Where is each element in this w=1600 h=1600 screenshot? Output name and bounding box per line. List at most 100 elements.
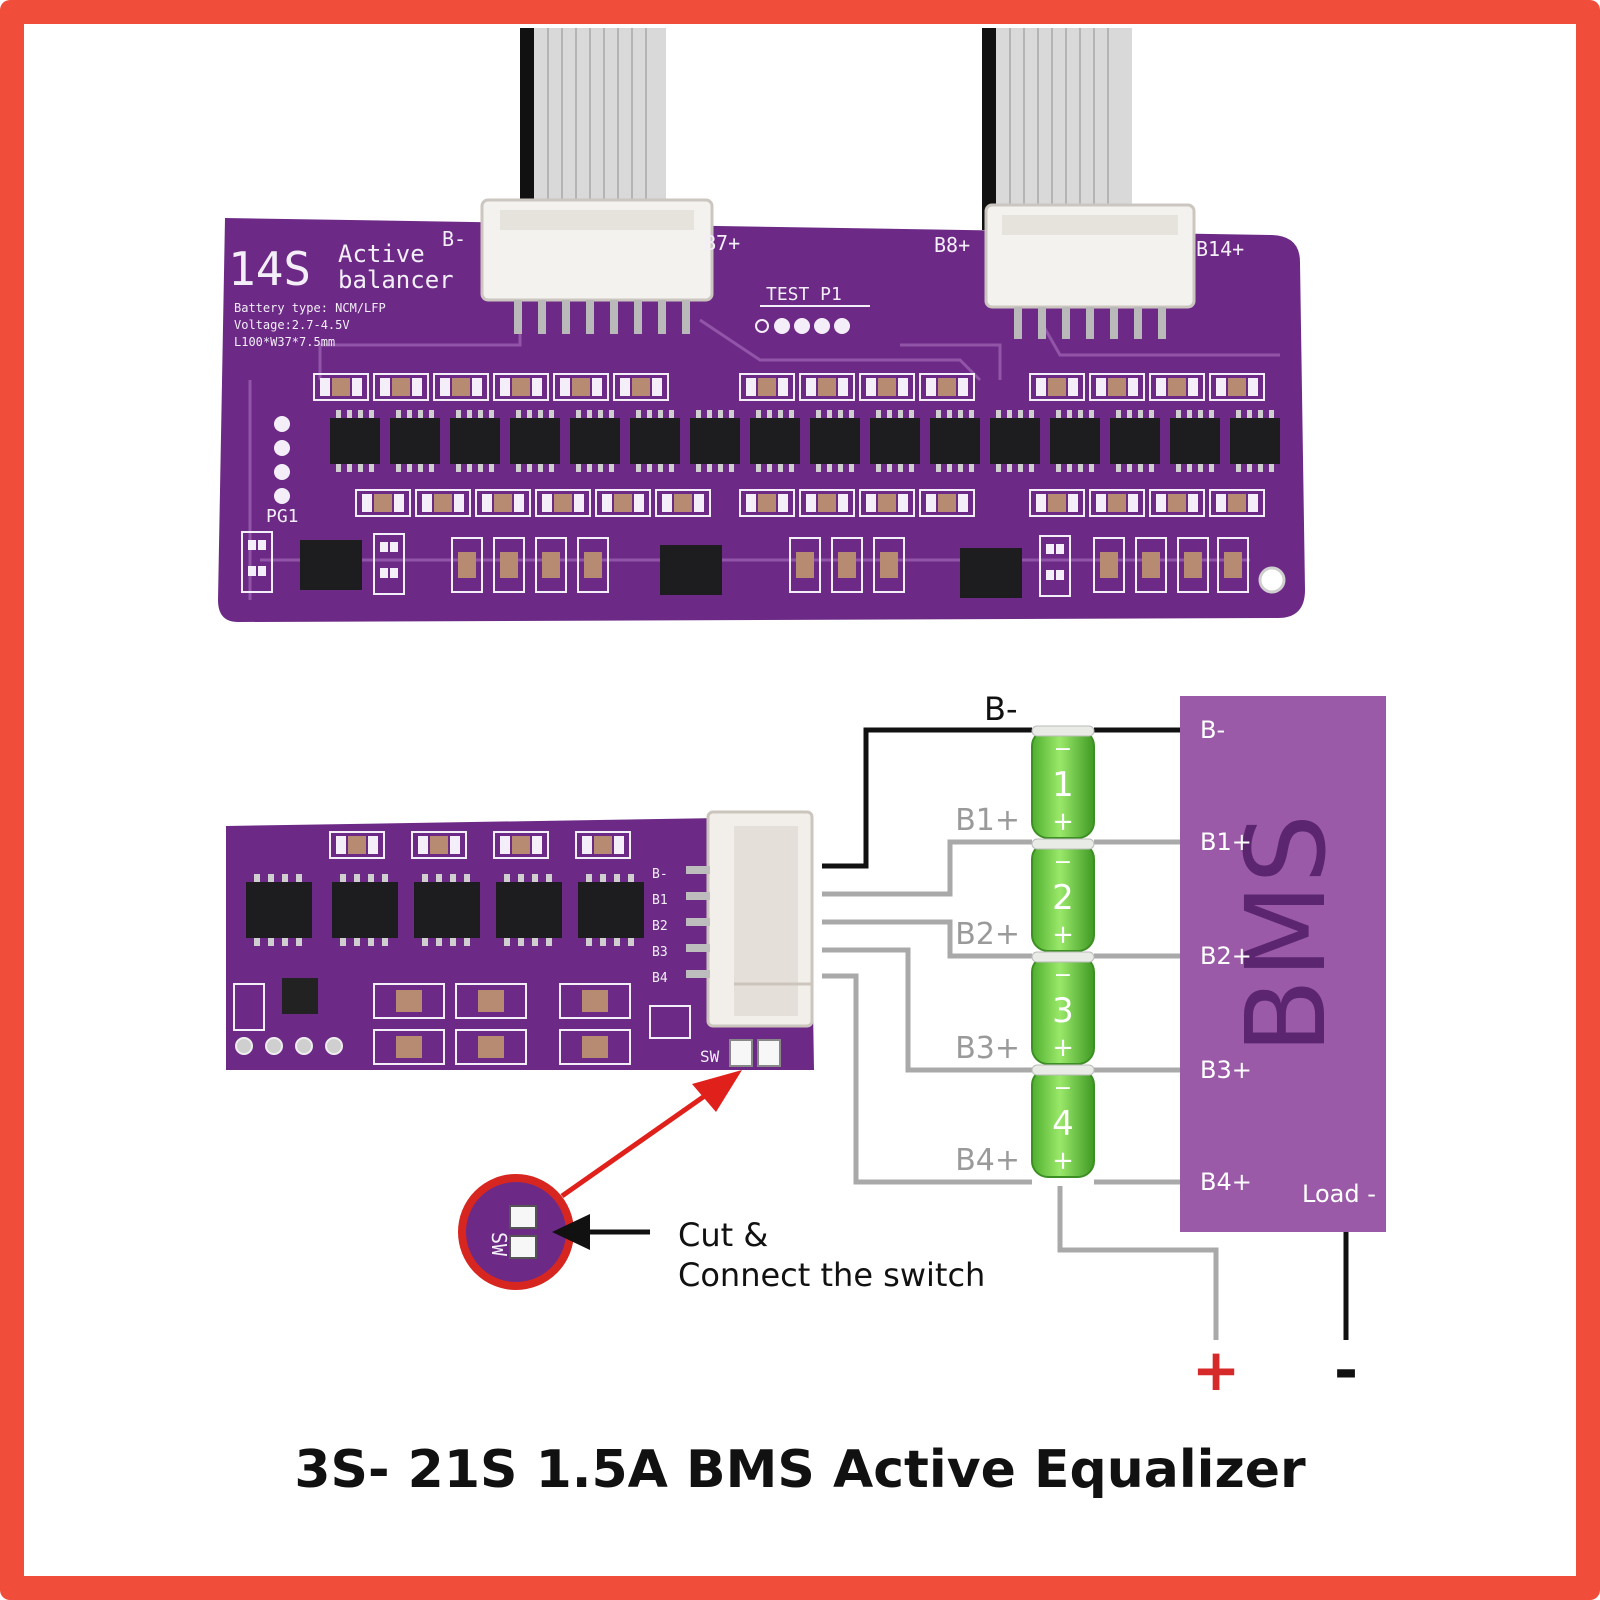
capacitor bbox=[415, 489, 471, 517]
capacitor bbox=[313, 373, 369, 401]
bms-pin-label: B1+ bbox=[1200, 828, 1252, 856]
cell-minus-mark: − bbox=[1054, 737, 1072, 762]
capacitor bbox=[1029, 373, 1085, 401]
switch-label: SW bbox=[700, 1047, 720, 1066]
mosfet-chip bbox=[510, 418, 560, 464]
mosfet-chip bbox=[1170, 418, 1220, 464]
cell-tap-label: B2+ bbox=[955, 917, 1020, 952]
wire-b-minus bbox=[822, 727, 1032, 869]
capacitor bbox=[553, 373, 609, 401]
capacitor-body bbox=[1048, 378, 1066, 396]
small-capacitor bbox=[373, 1029, 445, 1065]
capacitor bbox=[859, 489, 915, 517]
pack-plus-terminal: + bbox=[1192, 1336, 1241, 1404]
small-mosfet-chip bbox=[578, 882, 644, 938]
capacitor bbox=[433, 373, 489, 401]
capacitor bbox=[859, 373, 915, 401]
capacitor-body bbox=[878, 494, 896, 512]
cell-plus-mark: + bbox=[1052, 920, 1074, 950]
capacitor bbox=[655, 489, 711, 517]
capacitor-body bbox=[348, 836, 366, 854]
capacitor-body bbox=[818, 494, 836, 512]
small-capacitor bbox=[373, 983, 445, 1019]
battery-cell: − 1+ bbox=[1031, 725, 1095, 839]
board-spec-battery-type: Battery type: NCM/LFP bbox=[234, 301, 386, 315]
small-connector bbox=[686, 810, 814, 1028]
capacitor-vertical bbox=[1177, 537, 1209, 593]
board-title-balancer: balancer bbox=[338, 266, 454, 294]
capacitor-body bbox=[758, 494, 776, 512]
mosfet-chip bbox=[390, 418, 440, 464]
switch-pads bbox=[729, 1039, 781, 1067]
bms-load-minus-label: Load - bbox=[1302, 1180, 1376, 1208]
capacitor bbox=[355, 489, 411, 517]
bms-pin-label: B4+ bbox=[1200, 1168, 1252, 1196]
ribbon-cable-right bbox=[982, 28, 1132, 230]
cell-number: 2 bbox=[1052, 878, 1074, 918]
cell-minus-mark: − bbox=[1054, 1076, 1072, 1101]
small-capacitor-rows-lower bbox=[233, 983, 691, 1065]
board-title-active: Active bbox=[338, 240, 425, 268]
capacitor-body bbox=[878, 378, 896, 396]
capacitor bbox=[1209, 489, 1265, 517]
small-capacitor bbox=[455, 1029, 527, 1065]
connector-label-b7-plus: B7+ bbox=[704, 231, 740, 255]
capacitor-body bbox=[1108, 378, 1126, 396]
small-pin-label: B1 bbox=[652, 893, 668, 908]
cell-number: 3 bbox=[1052, 991, 1074, 1031]
small-pin-label: B3 bbox=[652, 945, 668, 960]
capacitor-body bbox=[430, 836, 448, 854]
callout-line-1: Cut & bbox=[678, 1216, 768, 1254]
small-controller-chip bbox=[282, 978, 318, 1014]
mosfet-chip bbox=[750, 418, 800, 464]
capacitor-body bbox=[494, 494, 512, 512]
small-capacitor bbox=[559, 1029, 631, 1065]
top-balancer-board: 14S Active balancer Battery type: NCM/LF… bbox=[218, 28, 1305, 622]
capacitor-body bbox=[392, 378, 410, 396]
capacitor-body bbox=[512, 836, 530, 854]
callout-pointer-head bbox=[552, 1214, 590, 1250]
cell-plus-mark: + bbox=[1052, 1146, 1074, 1176]
capacitor-body bbox=[374, 494, 392, 512]
capacitor-vertical bbox=[1217, 537, 1249, 593]
capacitor bbox=[493, 831, 549, 859]
capacitor bbox=[739, 489, 795, 517]
controller-row bbox=[241, 531, 1249, 598]
top-connector-right bbox=[984, 203, 1196, 339]
capacitor-body bbox=[572, 378, 590, 396]
capacitor-body bbox=[1048, 494, 1066, 512]
cell-plus-mark: + bbox=[1052, 807, 1074, 837]
wire-b4 bbox=[822, 973, 1032, 1185]
capacitor-row-lower bbox=[355, 489, 1265, 517]
capacitor-body bbox=[554, 494, 572, 512]
bms-module: BMS B-B1+B2+B3+B4+ Load - bbox=[1180, 696, 1386, 1232]
mosfet-chip bbox=[630, 418, 680, 464]
mosfet-chip bbox=[870, 418, 920, 464]
capacitor-vertical bbox=[873, 537, 905, 593]
capacitor-vertical bbox=[577, 537, 609, 593]
callout-arrow-line bbox=[560, 1085, 718, 1199]
wire-b3 bbox=[822, 947, 1032, 1073]
capacitor bbox=[919, 489, 975, 517]
cell-number: 1 bbox=[1052, 765, 1074, 805]
test-pads bbox=[755, 318, 850, 334]
capacitor bbox=[1089, 373, 1145, 401]
capacitor bbox=[493, 373, 549, 401]
capacitor bbox=[1029, 489, 1085, 517]
capacitor bbox=[739, 373, 795, 401]
mosfet-chip-row bbox=[330, 410, 1280, 472]
board-spec-voltage: Voltage:2.7-4.5V bbox=[234, 318, 350, 332]
capacitor bbox=[535, 489, 591, 517]
small-capacitor bbox=[455, 983, 527, 1019]
capacitor-body bbox=[758, 378, 776, 396]
capacitor bbox=[799, 489, 855, 517]
capacitor-vertical bbox=[451, 537, 483, 593]
mosfet-chip bbox=[1050, 418, 1100, 464]
pcb-traces bbox=[248, 318, 1280, 600]
capacitor bbox=[411, 831, 467, 859]
bms-pin-label: B2+ bbox=[1200, 942, 1252, 970]
cell-tap-label: B3+ bbox=[955, 1031, 1020, 1066]
battery-cells: −1+−2+−3+−4+ bbox=[1031, 725, 1095, 1178]
